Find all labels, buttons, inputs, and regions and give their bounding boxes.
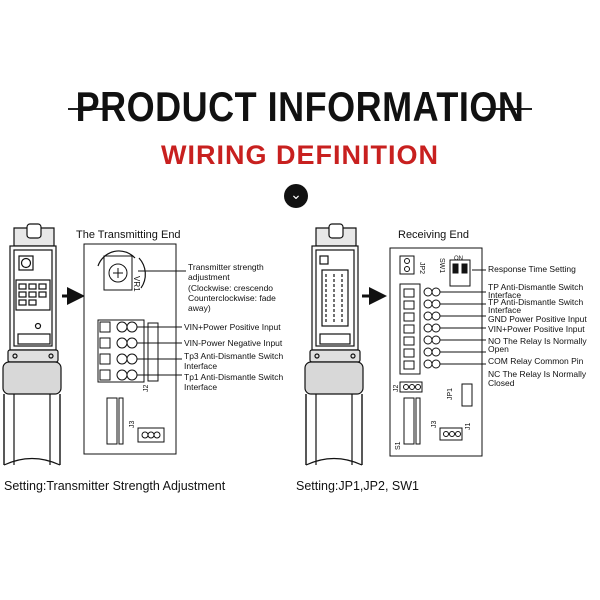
receiver-setting: Setting:JP1,JP2, SW1 (296, 479, 419, 493)
page-subtitle: WIRING DEFINITION (161, 140, 439, 170)
title-rule-left (68, 108, 118, 110)
j1-label: J1 (465, 423, 472, 431)
rx-tp2-label-1: TP Anti-Dismantle Switch (488, 297, 584, 307)
sw1-label: SW1 (438, 258, 445, 273)
strength-label-1: Transmitter strength (188, 262, 264, 272)
receiver-board (389, 247, 486, 457)
vr1-label: VR1 (132, 276, 141, 292)
receiver-heading: Receiving End (398, 229, 469, 241)
response-time-label: Response Time Setting (488, 264, 576, 274)
j3-label: J3 (129, 421, 136, 429)
tp3-label-1: Tp3 Anti-Dismantle Switch (184, 351, 283, 361)
j2-label: J2 (143, 385, 150, 393)
jp1-label: JP1 (447, 388, 454, 400)
receiver-j2-label: J2 (393, 385, 400, 393)
tp1-label-1: Tp1 Anti-Dismantle Switch (184, 372, 283, 382)
nc-label-1: NC The Relay Is Normally (488, 369, 587, 379)
transmitter-heading: The Transmitting End (76, 229, 181, 241)
strength-label-4: Counterclockwise: fade (188, 293, 276, 303)
rx-tp1-label-2: Interface (488, 290, 521, 300)
jp2-label: JP2 (418, 262, 425, 274)
strength-label-2: adjustment (188, 272, 230, 282)
vin-positive-label: VIN+Power Positive Input (184, 322, 281, 332)
page-title: PRODUCT INFORMATION (75, 82, 525, 130)
no-label-1: NO The Relay Is Normally (488, 336, 587, 346)
com-label: COM Relay Common Pin (488, 356, 584, 366)
gnd-label: GND Power Positive Input (488, 314, 587, 324)
rx-tp1-label-1: TP Anti-Dismantle Switch (488, 282, 584, 292)
vin-negative-label: VIN-Power Negative Input (184, 338, 283, 348)
transmitter-board (83, 243, 186, 455)
s1-label: S1 (395, 441, 402, 450)
nc-label-2: Closed (488, 378, 515, 388)
title-rule-right (482, 108, 532, 110)
rx-vin-label: VIN+Power Positive Input (488, 324, 585, 334)
rx-tp2-label-2: Interface (488, 305, 521, 315)
tp1-label-2: Interface (184, 382, 217, 392)
transmitter-device (2, 223, 62, 466)
transmitter-setting: Setting:Transmitter Strength Adjustment (4, 479, 226, 493)
on-label: ON (454, 256, 463, 262)
strength-label-3: (Clockwise: crescendo (188, 283, 273, 293)
chevron-down-icon: ⌄ (284, 184, 308, 208)
receiver-j3-label: J3 (431, 421, 438, 429)
tp3-label-2: Interface (184, 361, 217, 371)
receiver-device (304, 223, 364, 466)
no-label-2: Open (488, 344, 509, 354)
strength-label-5: away) (188, 303, 211, 313)
